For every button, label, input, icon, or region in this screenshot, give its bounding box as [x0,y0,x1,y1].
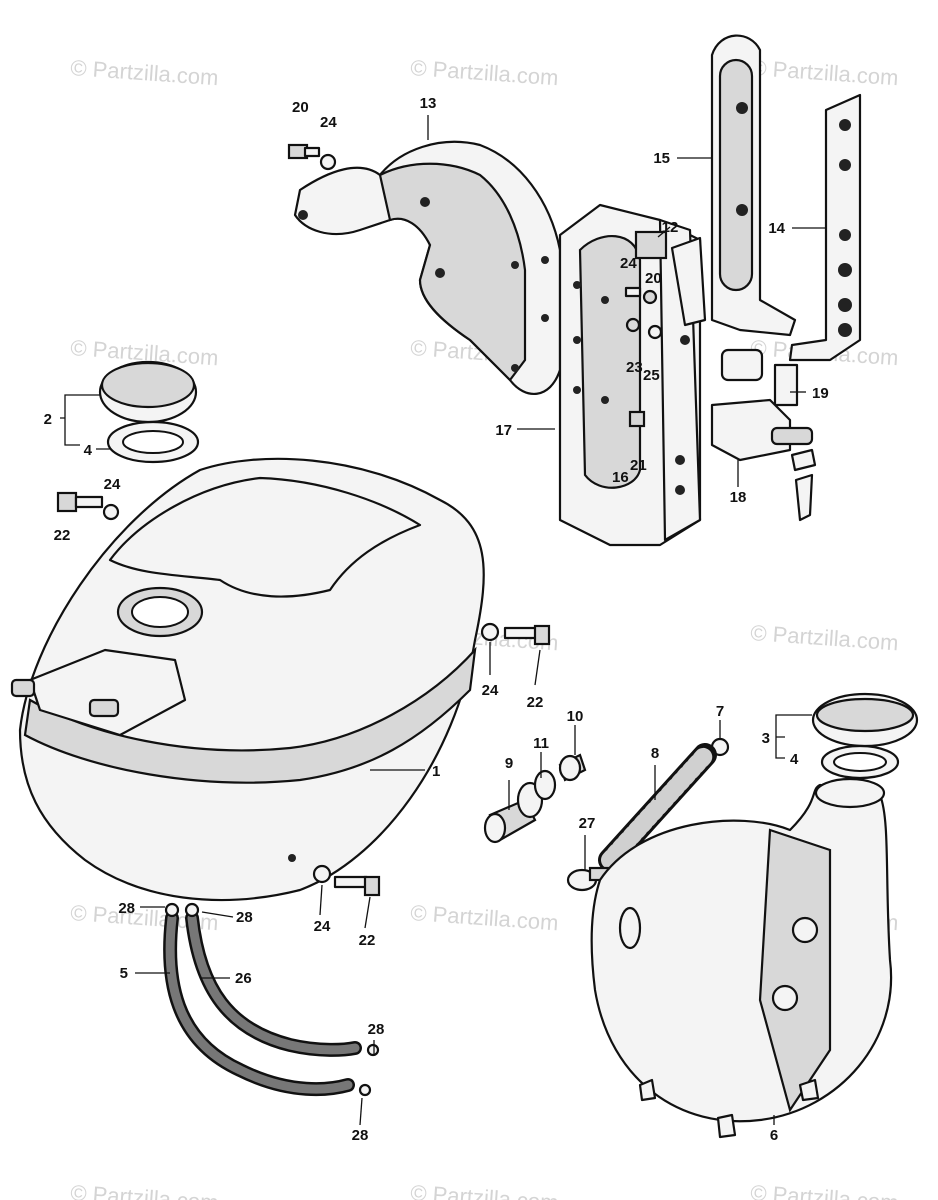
leader-lines [60,115,826,1126]
callout-27: 27 [579,815,596,832]
callout-28a: 28 [118,900,135,917]
callout-18: 18 [730,489,747,506]
watermark-text: © Partzilla.com [410,55,560,90]
callout-9: 10 [567,708,584,725]
callout-5: 5 [120,965,128,982]
fasteners-upper [56,143,663,521]
callout-11: 7 [716,703,724,720]
callout-7: 8 [651,745,659,762]
watermark-text: © Partzilla.com [750,1180,900,1200]
bracket-12 [634,230,707,327]
watermark-text: © Partzilla.com [410,1180,560,1200]
callout-14: 14 [768,220,785,237]
bracket-17 [558,203,702,547]
callout-13: 13 [420,95,437,112]
callout-20b: 20 [645,270,662,287]
callout-28b: 28 [236,909,253,926]
oil-tank-6 [590,777,893,1139]
strap-15 [710,34,797,337]
callout-8: 9 [505,755,513,772]
fuel-tank-1 [10,457,485,902]
callout-10: 11 [533,735,549,752]
fasteners-tank [312,622,551,897]
bracket-13 [293,140,562,395]
callout-24b: 24 [620,255,637,272]
callout-17: 17 [495,422,512,439]
watermark-text: © Partzilla.com [750,620,900,655]
strap-14 [788,93,862,362]
watermark-text: © Partzilla.com [410,900,560,935]
callout-6: 6 [770,1127,778,1144]
callout-25: 25 [643,367,660,384]
callouts: 13 20 24 12 15 14 24 20 23 25 21 16 17 1… [44,95,829,1144]
callout-22c: 22 [359,932,376,949]
callout-12: 12 [662,219,679,236]
watermark-text: © Partzilla.com [750,55,900,90]
lock-18 [710,348,817,522]
callout-16: 16 [612,469,629,486]
plate-19 [773,363,799,407]
callout-24e: 24 [314,918,331,935]
callout-1: 1 [432,763,440,780]
callout-26: 26 [235,970,252,987]
fuel-lines [163,902,380,1097]
callout-3: 3 [762,730,770,747]
watermark-text: © Partzilla.com [70,1180,220,1200]
callout-24: 24 [320,114,337,131]
callout-28c: 28 [368,1021,385,1038]
watermark-text: © Partzilla.com [70,55,220,90]
callout-28d: 28 [352,1127,369,1144]
callout-22a: 22 [54,527,71,544]
callout-19: 19 [812,385,829,402]
callout-15: 15 [653,150,670,167]
bellows-hose-7 [598,743,717,872]
callout-24d: 24 [482,682,499,699]
fuel-cap-2 [98,360,200,464]
oil-cap-3 [811,692,919,780]
callout-4a: 4 [84,442,93,459]
callout-22b: 22 [527,694,544,711]
valves [483,737,730,844]
callout-4b: 4 [790,751,799,768]
callout-24c: 24 [104,476,121,493]
callout-21: 21 [630,457,647,474]
callout-23: 23 [626,359,643,376]
callout-20: 20 [292,99,309,116]
callout-2: 2 [44,411,52,428]
